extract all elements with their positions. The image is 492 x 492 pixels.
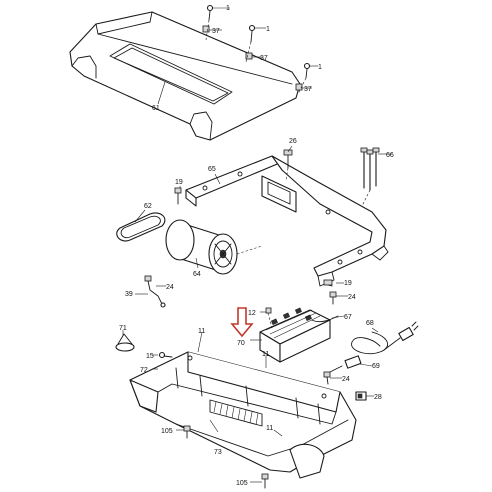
base-frame-part-73	[129, 351, 357, 479]
callout-71: 71	[119, 325, 127, 332]
callout-24-a: 24	[166, 284, 174, 291]
callout-73: 73	[214, 449, 222, 456]
callout-37-b: 37	[260, 55, 268, 62]
clip-part-24-upper	[329, 291, 337, 305]
bolts-part-66	[360, 147, 380, 207]
drive-belt-part-62	[116, 212, 166, 242]
bolt-part-26	[283, 149, 293, 181]
callout-65: 65	[208, 166, 216, 173]
callout-37-c: 37	[304, 86, 312, 93]
callout-69: 69	[372, 363, 380, 370]
callout-66: 66	[386, 152, 394, 159]
leader-lines	[122, 7, 392, 483]
bracket-part-28	[355, 391, 367, 401]
flywheel-part-64	[165, 219, 263, 275]
callout-105-a: 105	[161, 428, 173, 435]
callout-28: 28	[374, 394, 382, 401]
callout-19-b: 19	[344, 280, 352, 287]
callout-1-c: 1	[318, 64, 322, 71]
callout-24-b: 24	[348, 294, 356, 301]
callout-labels: 1 37 1 37 1 37 61 26 66 65 19 62 64 19 3…	[119, 5, 394, 487]
callout-26: 26	[289, 138, 297, 145]
cable-part-67	[311, 315, 339, 323]
callout-12: 12	[248, 310, 256, 317]
callout-24-c: 24	[342, 376, 350, 383]
power-cord-part-68	[351, 321, 419, 355]
callout-70: 70	[237, 340, 245, 347]
controller-board-part-70	[259, 307, 331, 363]
callout-37-a: 37	[212, 28, 220, 35]
callout-64: 64	[193, 271, 201, 278]
callout-105-b: 105	[236, 480, 248, 487]
callout-1-a: 1	[226, 5, 230, 12]
motor-hood-part-61	[69, 11, 301, 141]
callout-11-c: 11	[266, 425, 273, 432]
callout-1-b: 1	[266, 26, 270, 33]
screw-part-105-bottom	[261, 473, 269, 489]
callout-67: 67	[344, 314, 352, 321]
cord-clamp-part-69	[329, 355, 362, 373]
callout-15: 15	[146, 353, 154, 360]
screw-set-1-37	[202, 4, 311, 95]
callout-39: 39	[125, 291, 133, 298]
callout-68: 68	[366, 320, 374, 327]
highlight-arrow	[230, 307, 254, 338]
bolt-part-19-lower	[323, 279, 333, 287]
callout-19-a: 19	[175, 179, 183, 186]
bolt-part-19-upper	[174, 187, 182, 205]
screw-part-15	[158, 351, 173, 359]
callout-72: 72	[140, 367, 148, 374]
callout-61: 61	[152, 105, 160, 112]
callout-11-a: 11	[198, 328, 205, 335]
screw-part-105-left	[183, 425, 191, 439]
incline-frame-part-65	[185, 155, 389, 287]
callout-11-b: 11	[262, 351, 269, 358]
clip-part-24-lower	[323, 371, 331, 385]
wire-part-39	[144, 275, 166, 308]
clip-part-71	[115, 333, 135, 352]
callout-62: 62	[144, 203, 152, 210]
